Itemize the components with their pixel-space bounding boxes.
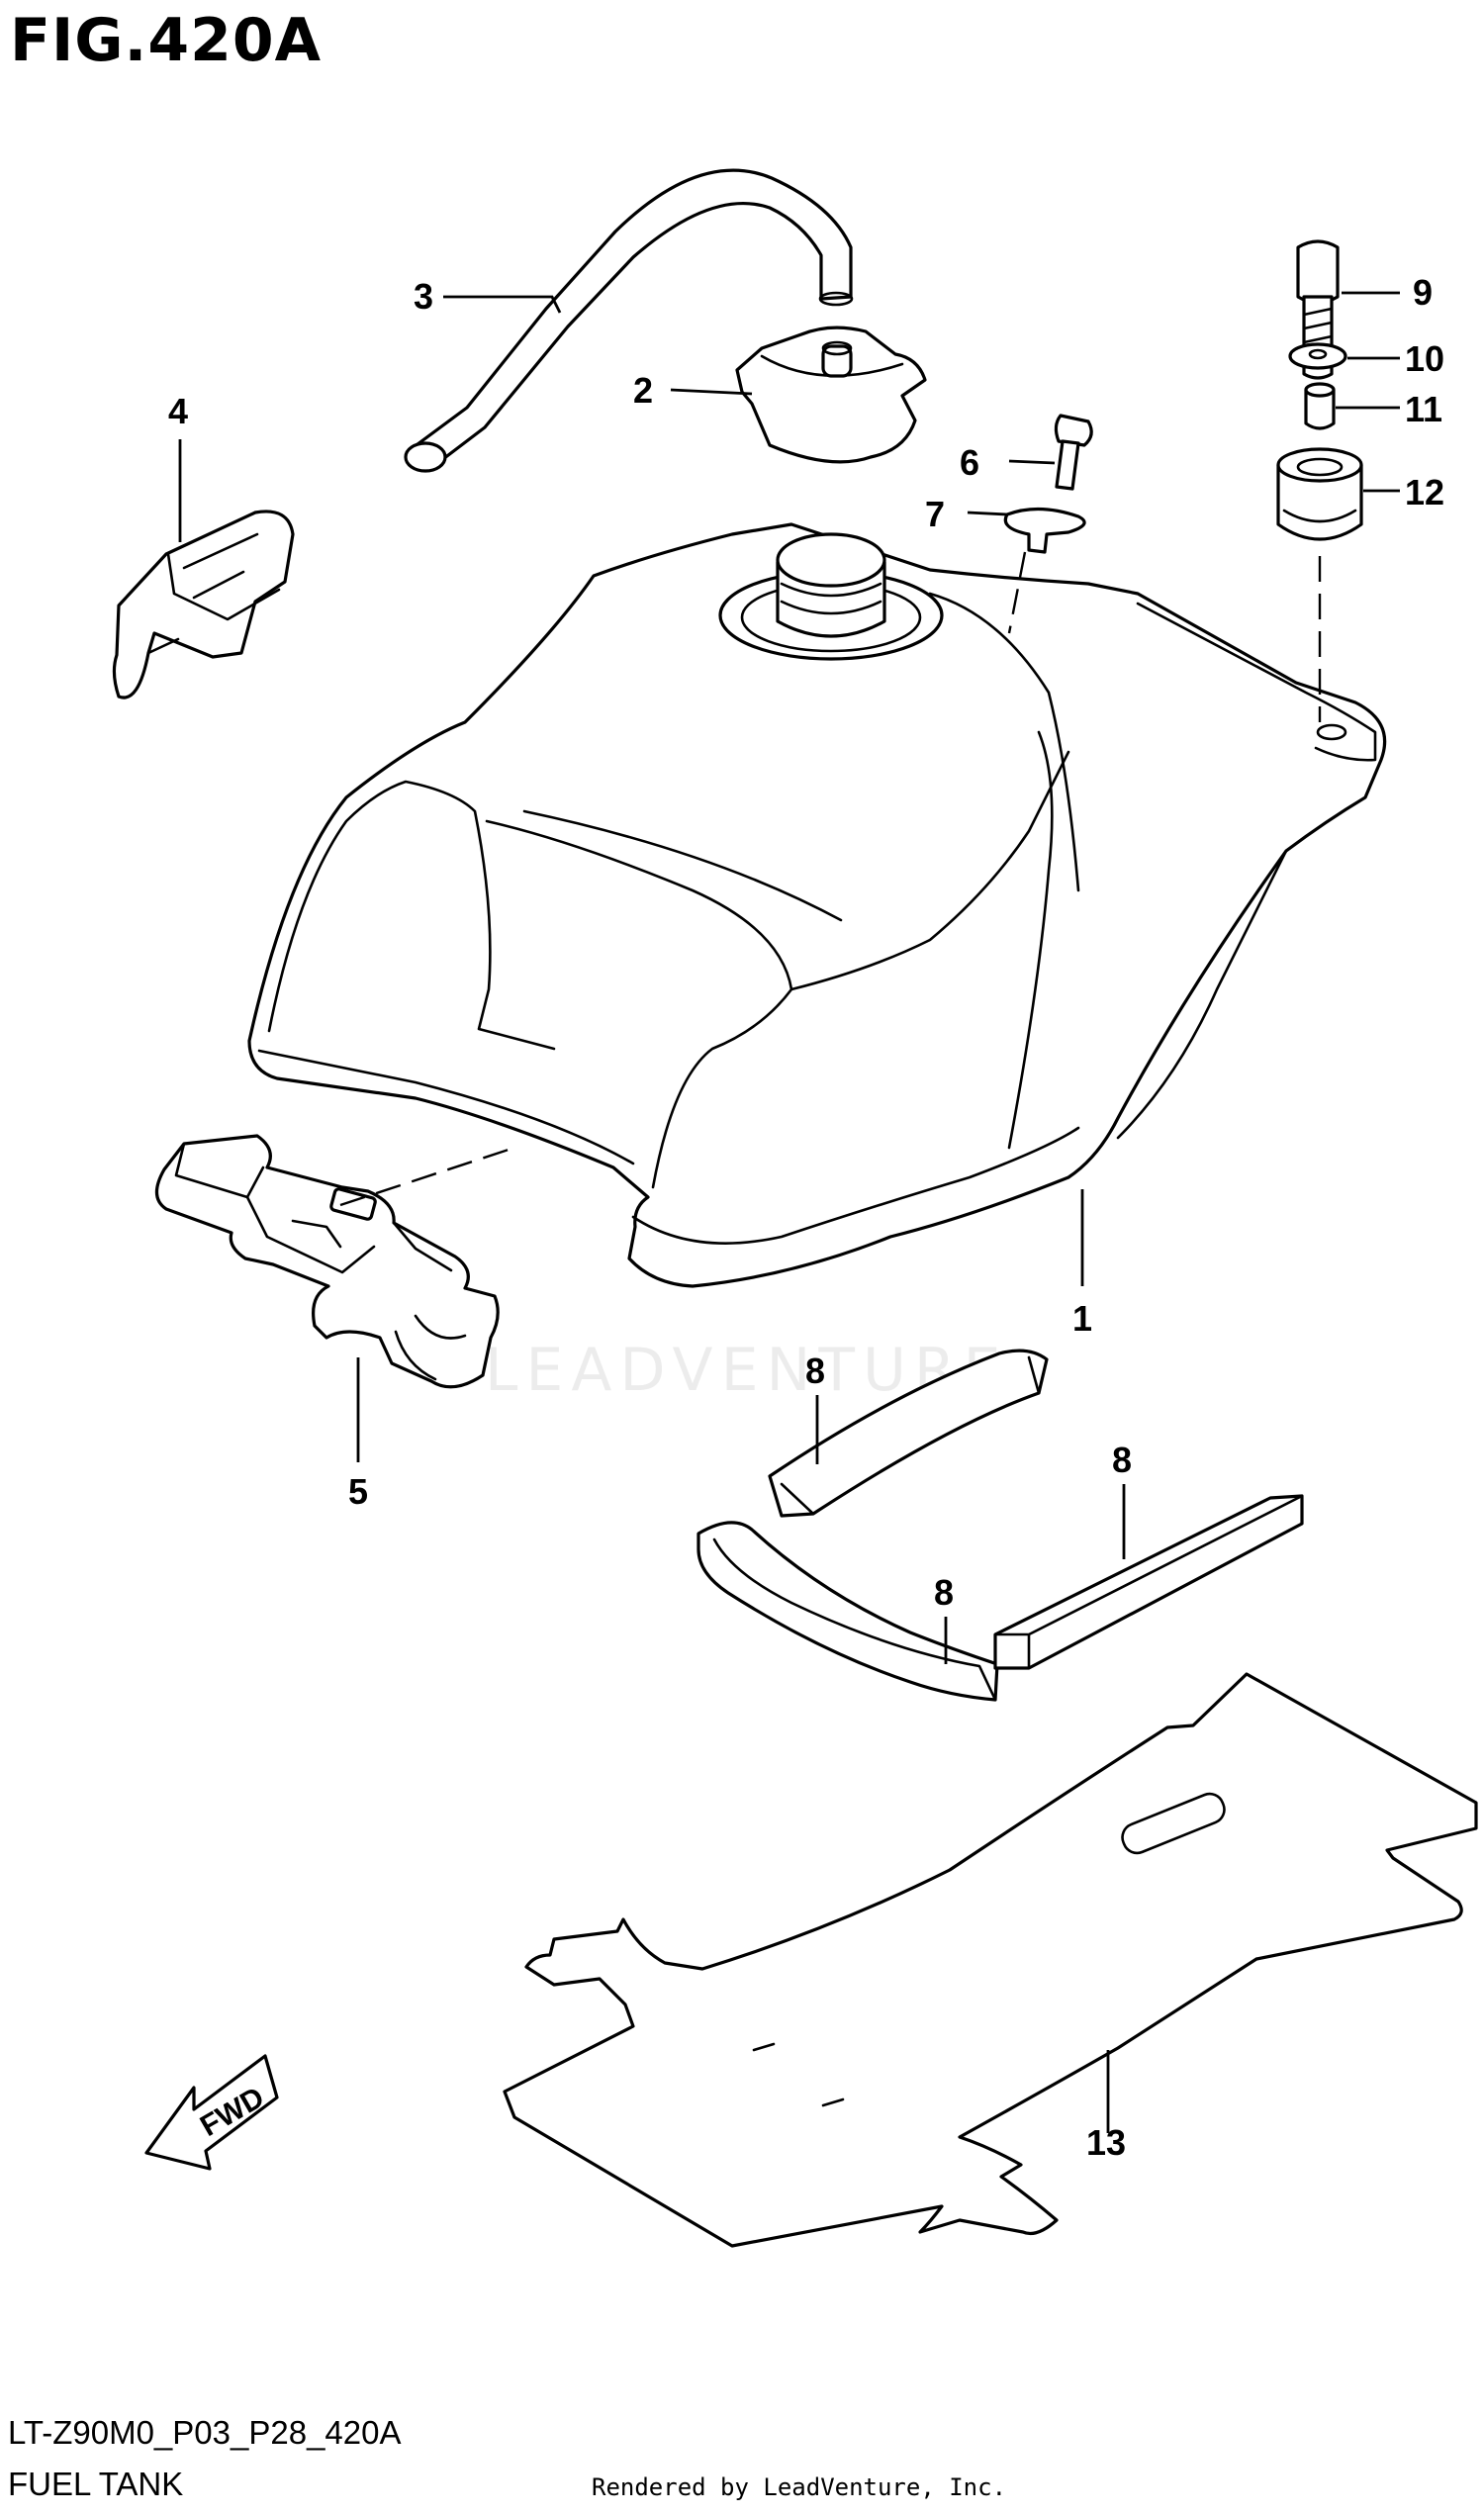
part-3-vent-hose [404,168,854,473]
part-12-grommet [1276,447,1363,541]
figure-name: FUEL TANK [8,2466,184,2502]
callout-8-a: 8 [805,1351,825,1391]
forward-direction-arrow: FWD [144,2054,279,2171]
part-11-collar [1304,382,1336,430]
render-credit: Rendered by LeadVenture, Inc. [592,2473,1007,2501]
part-1-fuel-tank [247,522,1387,1288]
callout-2: 2 [633,370,653,411]
figure-code: LT-Z90M0_P03_P28_420A [8,2414,402,2451]
part-7-cushion [1003,507,1086,554]
part-10-washer [1288,342,1347,370]
part-2-fuel-cap [735,326,927,464]
figure-title: FIG.420A [10,6,323,75]
part-5-tank-holder [154,1134,500,1389]
leader-lines [178,291,1400,2133]
callout-12: 12 [1405,472,1444,513]
part-8-cushion-a [768,1349,1049,1518]
callout-9: 9 [1413,272,1433,313]
part-8-cushion-b [696,1521,999,1702]
callout-10: 10 [1405,338,1444,379]
callout-4: 4 [168,391,188,431]
callout-7: 7 [925,494,945,534]
callout-13: 13 [1086,2122,1126,2163]
callout-5: 5 [348,1471,368,1512]
callout-11: 11 [1405,389,1442,429]
callout-6: 6 [960,442,979,483]
callout-8-c: 8 [934,1572,954,1613]
callout-8-b: 8 [1112,1440,1132,1480]
callout-3: 3 [414,276,433,317]
part-13-heat-shield [503,1672,1478,2248]
callout-1: 1 [1072,1298,1092,1339]
part-6-screw [1054,414,1093,491]
part-4-mount-bracket [112,510,295,699]
part-8-cushion-c [993,1494,1304,1670]
